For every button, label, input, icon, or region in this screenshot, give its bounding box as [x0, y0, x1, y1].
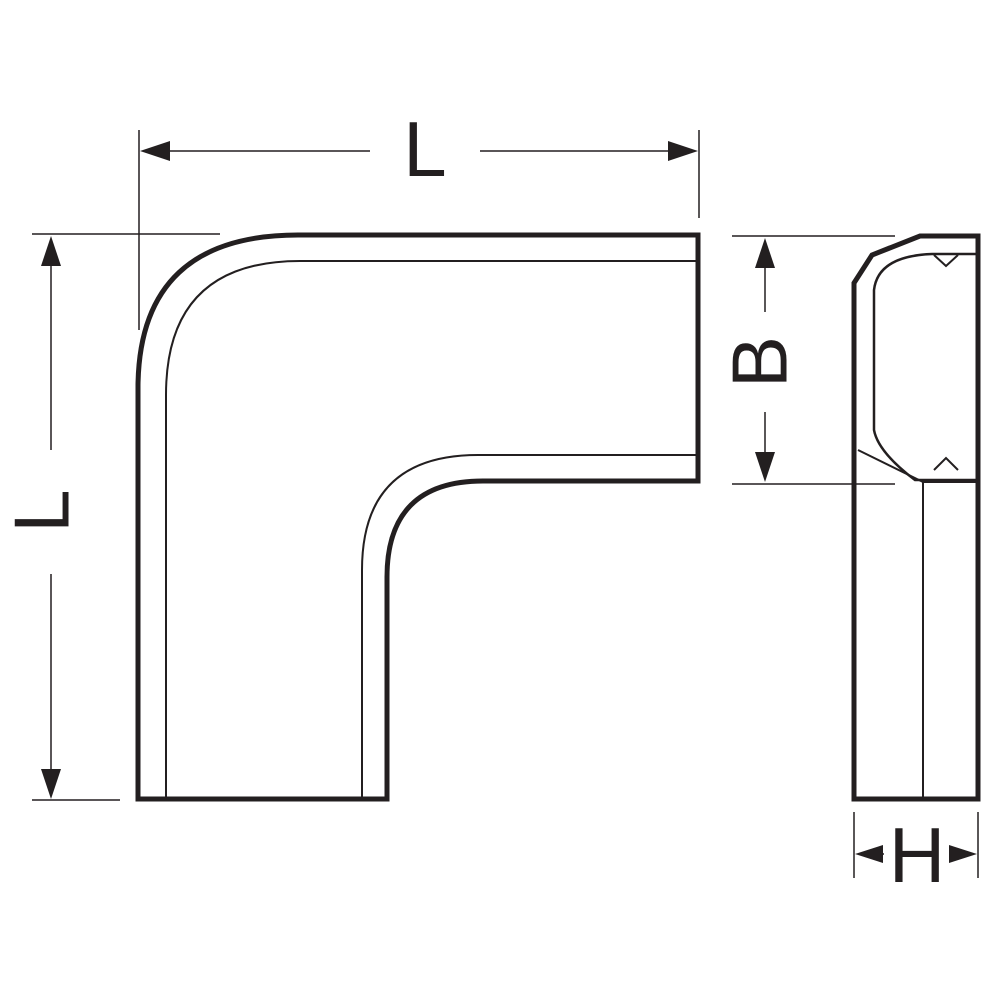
top-length-label: L — [403, 105, 446, 193]
side-inner-cavity — [872, 252, 976, 482]
b-arrow-bottom — [755, 452, 775, 482]
height-b-label: B — [716, 336, 804, 388]
top-l-arrow-left — [140, 141, 170, 161]
side-bottom-ridge — [857, 449, 924, 483]
h-arrow-left — [855, 845, 883, 863]
h-arrow-right — [949, 845, 977, 863]
elbow-side-view — [851, 233, 981, 802]
elbow-front-view — [135, 232, 701, 802]
elbow-inner-curve-line — [361, 454, 698, 799]
left-length-label: L — [0, 489, 86, 532]
side-clip-top — [933, 254, 959, 268]
top-l-arrow-right — [668, 141, 698, 161]
elbow-inner-line — [165, 260, 698, 799]
width-h-label: H — [889, 811, 945, 899]
left-l-arrow-top — [41, 236, 61, 266]
left-l-arrow-bottom — [41, 769, 61, 799]
dimension-lines — [32, 130, 979, 878]
dimension-arrowheads — [41, 141, 977, 863]
elbow-outer-outline — [135, 232, 701, 802]
side-clip-bottom — [933, 456, 959, 471]
b-arrow-top — [755, 238, 775, 268]
side-outer-outline — [851, 233, 981, 802]
